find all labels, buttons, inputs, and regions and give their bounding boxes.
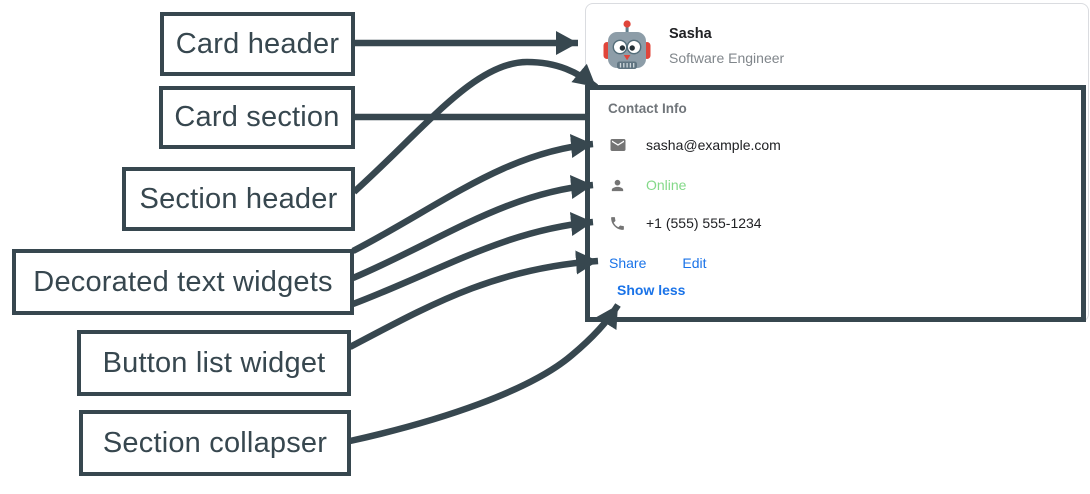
card-subtitle: Software Engineer — [669, 50, 785, 66]
label-card-section: Card section — [159, 86, 355, 149]
section-header: Contact Info — [608, 101, 687, 116]
card-title: Sasha — [669, 26, 712, 42]
label-card-section-text: Card section — [174, 101, 340, 133]
decorated-text-email: sasha@example.com — [609, 135, 781, 155]
label-section-collapser: Section collapser — [79, 410, 351, 476]
robot-avatar — [603, 18, 651, 72]
status-text: Online — [646, 177, 687, 193]
section-collapser-arrow — [349, 303, 621, 445]
section-header-arrow — [351, 58, 599, 195]
label-decorated-text-widgets-text: Decorated text widgets — [33, 265, 333, 298]
button-list-arrow — [348, 250, 599, 350]
label-card-header: Card header — [160, 12, 355, 76]
label-button-list-widget: Button list widget — [77, 330, 351, 396]
decorated-text-arrow-3 — [351, 212, 594, 308]
phone-icon — [609, 214, 627, 232]
show-less-button[interactable]: Show less — [617, 282, 686, 298]
decorated-text-arrow-1 — [351, 134, 594, 254]
share-button[interactable]: Share — [609, 255, 647, 271]
label-card-header-text: Card header — [175, 27, 340, 60]
person-icon — [609, 176, 627, 194]
phone-text: +1 (555) 555-1234 — [646, 215, 762, 231]
button-list: Share Edit — [609, 253, 706, 273]
label-section-header: Section header — [122, 167, 355, 231]
decorated-text-phone: +1 (555) 555-1234 — [609, 213, 762, 233]
card-header: Sasha Software Engineer — [586, 4, 1088, 86]
email-text: sasha@example.com — [646, 137, 781, 153]
label-button-list-widget-text: Button list widget — [102, 346, 326, 379]
email-icon — [609, 136, 627, 154]
label-section-header-text: Section header — [139, 182, 338, 215]
contact-card: Sasha Software Engineer Contact Info sas… — [585, 3, 1089, 322]
decorated-text-status: Online — [609, 175, 686, 195]
label-section-collapser-text: Section collapser — [102, 426, 328, 459]
decorated-text-arrow-2 — [351, 175, 594, 281]
edit-button[interactable]: Edit — [682, 255, 707, 271]
label-decorated-text-widgets: Decorated text widgets — [12, 249, 354, 315]
